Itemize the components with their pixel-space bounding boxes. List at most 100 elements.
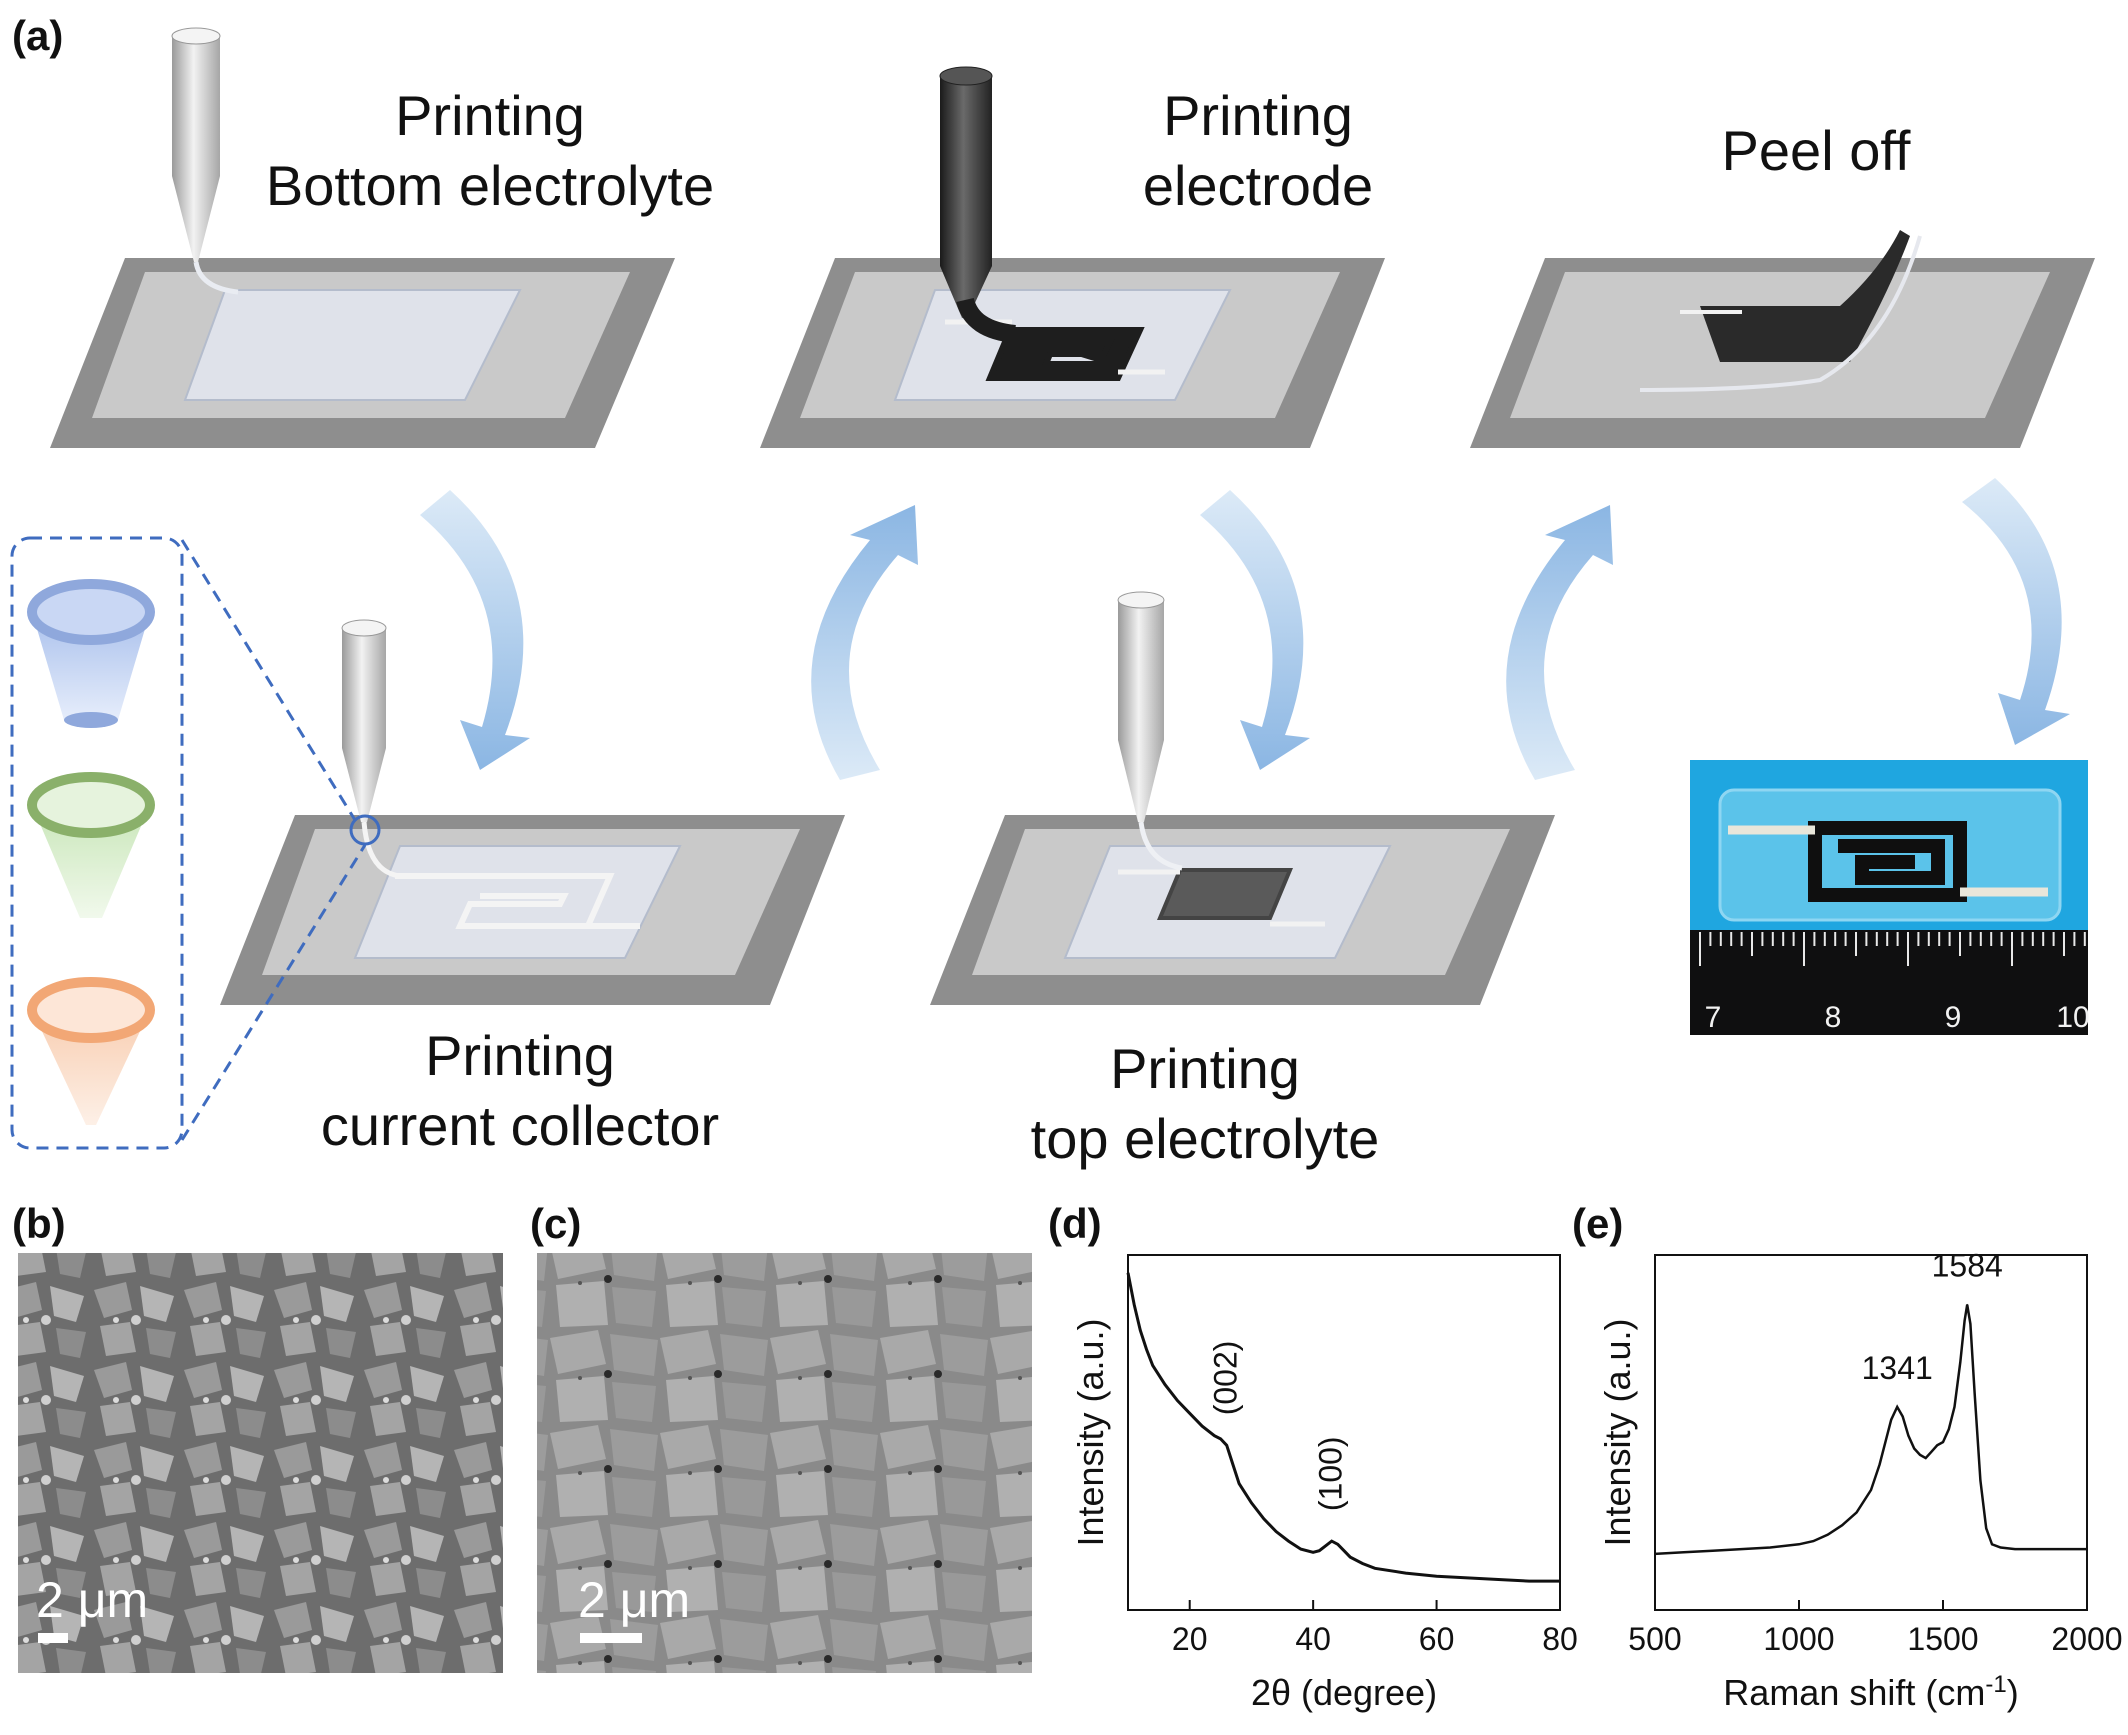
arrow-down-2 [1200, 490, 1310, 770]
nozzle-body [940, 76, 992, 266]
x-tick-label: 1500 [1907, 1621, 1978, 1657]
peak-annotation: (100) [1313, 1436, 1349, 1511]
data-point [1404, 1572, 1407, 1574]
zoom-line [180, 539, 357, 821]
data-point [1999, 1546, 2002, 1549]
data-point [1930, 1450, 1933, 1453]
data-point [1349, 1556, 1351, 1558]
nozzle-body [342, 628, 386, 748]
data-series-line [1126, 1272, 1560, 1583]
x-tick-label: 80 [1542, 1621, 1578, 1657]
process-arrows [420, 478, 2070, 780]
data-point [1924, 1457, 1927, 1459]
data-point [1827, 1533, 1829, 1536]
data-point [1238, 1482, 1240, 1485]
nozzle-tip [342, 748, 386, 822]
data-point [2014, 1548, 2016, 1550]
nozzle-zoom-marker [349, 814, 381, 846]
panel-label-c: (c) [530, 1200, 581, 1247]
step-title: Printing [1110, 1037, 1300, 1100]
nozzle-top [939, 66, 993, 86]
scale-bar [38, 1633, 68, 1643]
nozzle-tip [172, 176, 220, 262]
arrow-down-1 [420, 490, 530, 770]
nozzle-tip [1118, 740, 1164, 822]
nozzle-body [1118, 600, 1164, 740]
plot-frame [1127, 1254, 1561, 1611]
x-tick-label: 20 [1172, 1621, 1208, 1657]
x-axis-label: Raman shift (cm-1) [1723, 1671, 2018, 1714]
panel-label-d: (d) [1048, 1200, 1102, 1247]
data-point [1973, 1393, 1976, 1395]
data-point [1232, 1463, 1234, 1466]
data-point [1907, 1434, 1910, 1437]
sem-image-c: 2 μm [537, 1253, 1032, 1673]
step-title: Printing [425, 1024, 615, 1087]
data-point [1711, 1549, 1714, 1552]
data-point [1966, 1303, 1968, 1306]
peeled-film [1639, 235, 1922, 392]
nozzle-tip [940, 266, 992, 318]
bottom-electrolyte-film [183, 289, 522, 401]
data-point [1275, 1530, 1277, 1533]
data-point [1979, 1479, 1982, 1482]
y-axis-label: Intensity (a.u.) [1070, 1318, 1111, 1546]
data-point [2086, 1548, 2088, 1550]
ruler-ticks [1699, 932, 2086, 966]
scale-bar [580, 1633, 642, 1643]
data-point [1219, 1438, 1222, 1440]
ruler-label: 8 [1825, 1001, 1842, 1034]
x-tick-label: 500 [1628, 1621, 1681, 1657]
scale-bar-label: 2 μm [578, 1572, 690, 1628]
current-collector-pattern [395, 873, 640, 929]
data-point [1769, 1546, 1771, 1549]
data-point [1855, 1511, 1858, 1514]
step-subtitle: top electrolyte [1031, 1107, 1380, 1170]
arrow-up-2 [1506, 505, 1613, 780]
data-point [1896, 1406, 1899, 1408]
y-axis-label: Intensity (a.u.) [1597, 1318, 1638, 1546]
extrusion-line [956, 297, 1017, 343]
data-point [1361, 1562, 1364, 1565]
plot-frame [1654, 1254, 2088, 1611]
xrd-chart: 20 40 60 80 (002) (100) Intensity (a.u.) 2θ (de… [1070, 1254, 1578, 1713]
data-point [1250, 1501, 1253, 1504]
peeled-device [1700, 230, 1910, 362]
data-point [1133, 1303, 1135, 1306]
inset-dashed-box [10, 536, 184, 1150]
data-point [1127, 1271, 1129, 1274]
data-point [1878, 1463, 1881, 1466]
peak-annotation: (002) [1208, 1341, 1244, 1416]
data-point [1870, 1489, 1872, 1491]
data-point [1466, 1577, 1469, 1579]
step-bottom-electrolyte: Printing Bottom electrolyte [50, 27, 714, 448]
data-point [1324, 1545, 1327, 1547]
x-tick-label: 40 [1295, 1621, 1331, 1657]
data-series-line [1654, 1304, 2087, 1556]
coated-electrode [1157, 868, 1293, 920]
peak-annotation: 1341 [1862, 1350, 1933, 1386]
nozzle-top [171, 27, 221, 45]
data-point [1798, 1543, 1800, 1546]
nozzle-top [1117, 591, 1165, 609]
data-point [1683, 1551, 1685, 1554]
data-point [1959, 1361, 1962, 1364]
peak-annotation: 1584 [1932, 1248, 2003, 1284]
data-point [1201, 1425, 1203, 1427]
data-point [1337, 1543, 1339, 1546]
data-point [1287, 1540, 1290, 1542]
nozzle-body [172, 36, 220, 176]
data-point [1985, 1527, 1987, 1530]
electrode-pattern [985, 327, 1145, 381]
ruler [1690, 930, 2088, 1035]
data-point [1164, 1383, 1166, 1386]
data-point [1528, 1580, 1530, 1582]
x-tick-label: 60 [1419, 1621, 1455, 1657]
data-point [2028, 1548, 2031, 1550]
data-point [1901, 1415, 1904, 1418]
nozzle-top [341, 619, 387, 637]
extrusion-line [1138, 821, 1183, 871]
x-axis-label: 2θ (degree) [1251, 1672, 1437, 1713]
